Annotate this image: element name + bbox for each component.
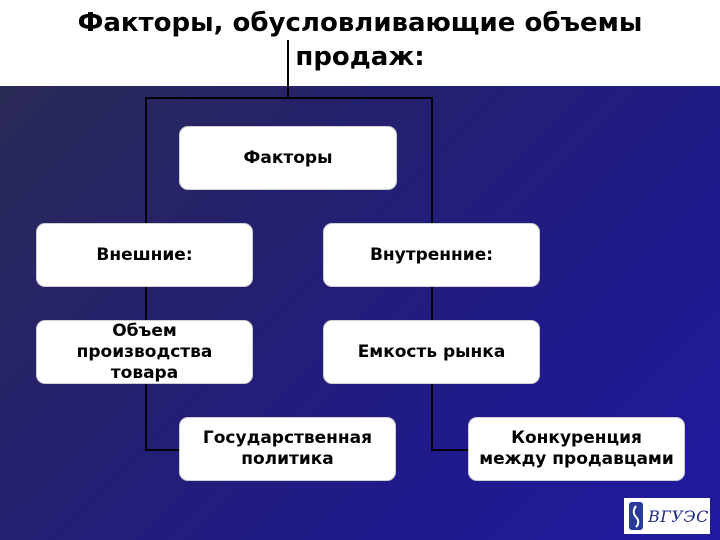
header-band — [0, 0, 720, 86]
node-production-volume: Объем производства товара — [37, 321, 252, 383]
node-state-policy: Государственная политика — [180, 418, 395, 480]
emblem-icon — [629, 502, 643, 530]
university-logo: ВГУЭС — [624, 498, 710, 534]
logo-text: ВГУЭС — [648, 506, 709, 526]
node-external: Внешние: — [37, 224, 252, 286]
node-factors: Факторы — [180, 127, 396, 189]
node-market-capacity: Емкость рынка — [324, 321, 539, 383]
slide-title: Факторы, обусловливающие объемы продаж: — [77, 8, 643, 72]
node-internal: Внутренние: — [324, 224, 539, 286]
node-competition: Конкуренция между продавцами — [469, 418, 684, 480]
connector-root-to-internal — [287, 40, 470, 451]
